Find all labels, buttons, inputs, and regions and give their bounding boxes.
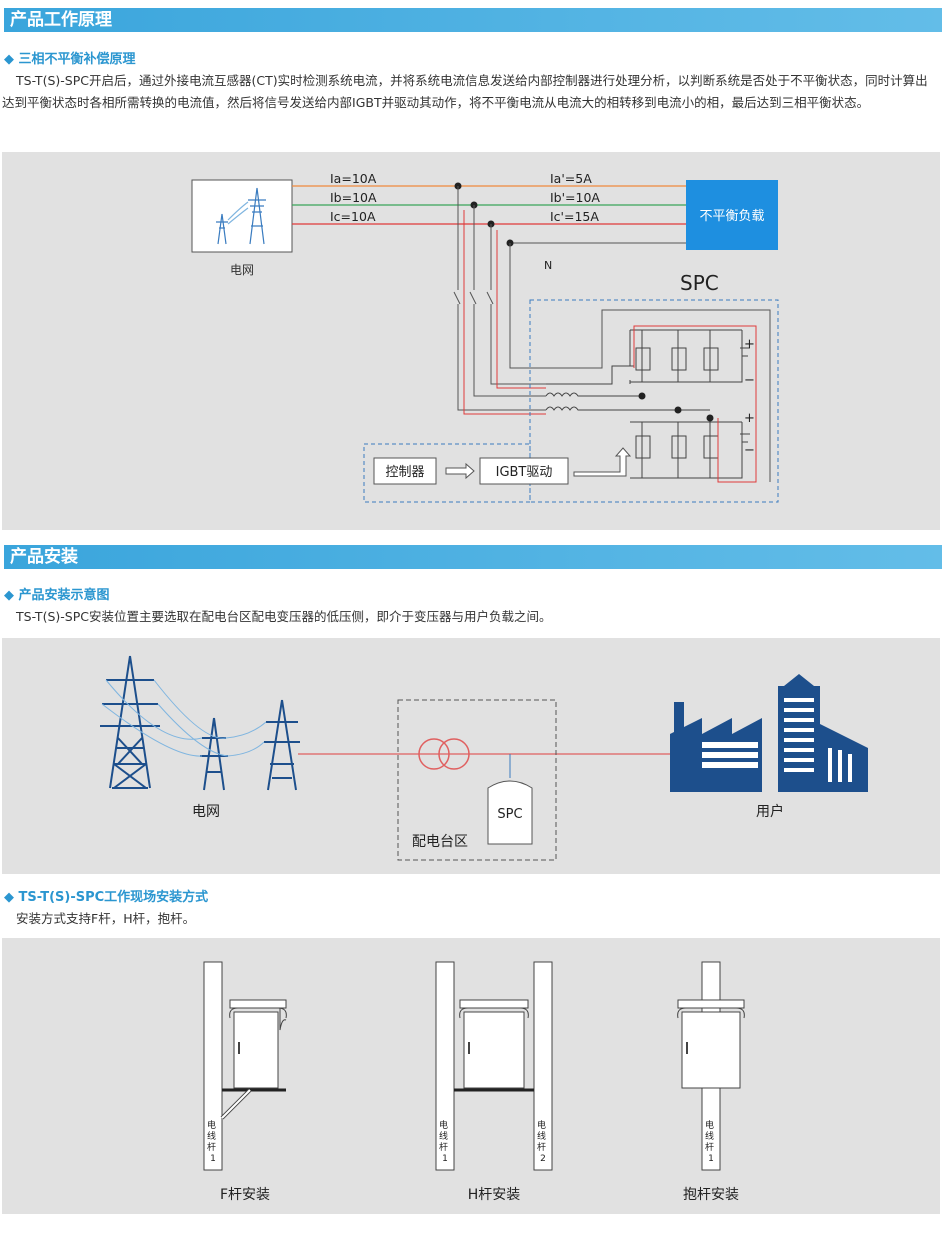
principle-diagram: 电网 Ia=10A Ib=10A Ic=10A Ia'=5A Ib'=10A I… xyxy=(191,171,779,503)
arrow-icon xyxy=(445,462,475,480)
igbt-driver-box xyxy=(479,457,569,485)
unbalanced-load-box xyxy=(686,180,778,250)
spc-cabinet-icon xyxy=(487,780,533,845)
current-path xyxy=(633,325,757,483)
hug-pole-caption: 抱杆安装 xyxy=(683,1187,739,1203)
controller-label: 控制器 xyxy=(385,465,424,480)
pole-char: 电 xyxy=(207,1119,216,1131)
install-grid-label: 电网 xyxy=(192,804,220,820)
h-pole-mount: 电 线 杆 1 电 线 杆 2 xyxy=(435,961,553,1171)
section-title-principle: 产品工作原理 xyxy=(4,8,942,32)
controller-box xyxy=(373,457,437,485)
area-label: 配电台区 xyxy=(412,834,468,850)
transformer-icon xyxy=(418,738,450,770)
tower-icon xyxy=(216,187,266,245)
plus-upper: + xyxy=(744,337,755,352)
spc-label: SPC xyxy=(680,271,719,295)
principle-diagram-panel: 电网 Ia=10A Ib=10A Ic=10A Ia'=5A Ib'=10A I… xyxy=(2,152,940,530)
svg-text:电 线 杆 1: 电 线 杆 1 xyxy=(207,1119,219,1164)
small-tower-icon xyxy=(200,717,228,791)
large-tower-icon xyxy=(100,655,160,789)
ib-prime-label: Ib'=10A xyxy=(550,190,600,205)
neutral-label: N xyxy=(544,259,552,272)
igbt-driver-label: IGBT驱动 xyxy=(496,465,553,480)
user-label: 用户 xyxy=(756,803,784,820)
distribution-area-box xyxy=(397,699,557,861)
grid-label: 电网 xyxy=(230,263,254,277)
minus-upper: − xyxy=(744,373,755,388)
ia-prime-label: Ia'=5A xyxy=(550,171,592,186)
power-lines xyxy=(101,679,267,757)
inductors xyxy=(545,365,678,411)
signal-arrow-icon xyxy=(573,447,632,477)
plus-lower: + xyxy=(744,411,755,426)
minus-lower: − xyxy=(744,443,755,458)
f-pole-mount: 电 线 杆 1 xyxy=(203,961,287,1171)
svg-text:电 线 杆 1: 电 线 杆 1 xyxy=(705,1119,717,1164)
install-paragraph: TS-T(S)-SPC安装位置主要选取在配电台区配电变压器的低压侧，即介于变压器… xyxy=(16,609,552,624)
install-diagram-panel: 电网 SPC 配电台区 用户 xyxy=(2,638,940,874)
subhead-balance-principle: ◆ 三相不平衡补偿原理 xyxy=(4,52,136,67)
f-pole-caption: F杆安装 xyxy=(220,1187,270,1203)
subhead-install-diagram: ◆ 产品安装示意图 xyxy=(4,588,110,603)
svg-text:电 线 杆 2: 电 线 杆 2 xyxy=(537,1119,549,1164)
igbt-bridge-lower xyxy=(630,421,750,479)
ic-label: Ic=10A xyxy=(330,209,376,224)
factory-windows xyxy=(702,698,852,782)
load-label: 不平衡负载 xyxy=(699,209,764,224)
section-title-install: 产品安装 xyxy=(4,545,942,569)
svg-text:电 线 杆 1: 电 线 杆 1 xyxy=(439,1119,451,1164)
h-pole-caption: H杆安装 xyxy=(468,1187,521,1203)
site-install-paragraph: 安装方式支持F杆，H杆，抱杆。 xyxy=(16,911,196,926)
igbt-bridge-upper xyxy=(629,329,750,384)
mount-diagram: 电 线 杆 1 F杆安装 电 线 杆 1 电 线 杆 2 H杆安装 xyxy=(203,961,745,1203)
medium-tower-icon xyxy=(264,699,300,791)
grid-box xyxy=(191,179,293,253)
ic-prime-label: Ic'=15A xyxy=(550,209,599,224)
install-spc-label: SPC xyxy=(497,807,522,822)
subhead-site-install: ◆ TS-T(S)-SPC工作现场安装方式 xyxy=(4,890,209,905)
spc-dashed-box xyxy=(529,299,779,503)
ia-label: Ia=10A xyxy=(330,171,377,186)
principle-paragraph: TS-T(S)-SPC开启后，通过外接电流互感器(CT)实时检测系统电流，并将系… xyxy=(2,73,928,110)
mount-diagram-panel: 电 线 杆 1 F杆安装 电 线 杆 1 电 线 杆 2 H杆安装 xyxy=(2,938,940,1214)
install-diagram: 电网 SPC 配电台区 用户 xyxy=(100,655,868,861)
hug-pole-mount: 电 线 杆 1 xyxy=(677,961,745,1171)
ib-label: Ib=10A xyxy=(330,190,377,205)
